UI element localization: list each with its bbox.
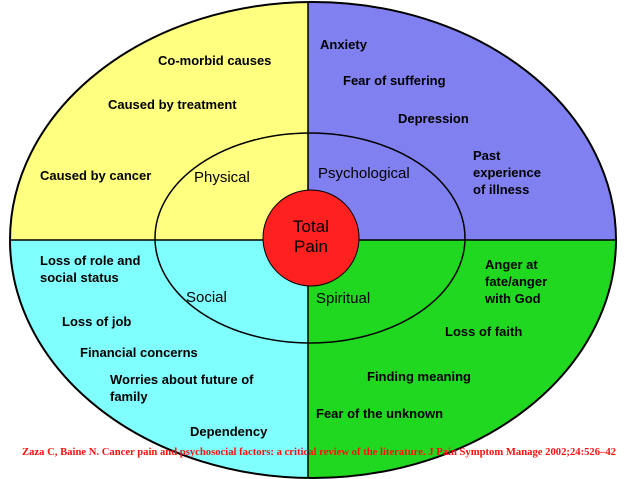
outer-ellipse <box>9 1 617 479</box>
social-item: Loss of role and <box>40 253 140 268</box>
physical-title: Physical <box>194 169 250 186</box>
citation: Zaza C, Baine N. Cancer pain and psychos… <box>22 447 616 458</box>
psychological-item: Past <box>473 148 501 163</box>
physical-item: Co-morbid causes <box>158 53 271 68</box>
spiritual-item: Finding meaning <box>367 369 471 384</box>
physical-item: Caused by treatment <box>108 97 237 112</box>
spiritual-item: Fear of the unknown <box>316 406 443 421</box>
psychological-item: of illness <box>473 182 529 197</box>
spiritual-title: Spiritual <box>316 290 370 307</box>
social-item: social status <box>40 270 119 285</box>
physical-quadrant <box>10 2 308 240</box>
inner-ellipse <box>154 132 466 344</box>
spiritual-item: with God <box>484 291 541 306</box>
social-item: Loss of job <box>62 314 131 329</box>
spiritual-item: fate/anger <box>485 274 547 289</box>
psychological-item: Fear of suffering <box>343 73 446 88</box>
center-label-line2: Pain <box>294 237 328 256</box>
social-item: family <box>110 389 148 404</box>
social-title: Social <box>186 289 227 306</box>
center-label-line1: Total <box>293 217 329 236</box>
psychological-quadrant <box>308 2 616 240</box>
psychological-title: Psychological <box>318 165 410 182</box>
psychological-item: Anxiety <box>320 37 368 52</box>
psychological-item: Depression <box>398 111 469 126</box>
spiritual-item: Anger at <box>485 257 538 272</box>
psychological-item: experience <box>473 165 541 180</box>
physical-item: Caused by cancer <box>40 168 151 183</box>
spiritual-item: Loss of faith <box>445 324 522 339</box>
total-pain-circle <box>262 189 360 287</box>
social-item: Financial concerns <box>80 345 198 360</box>
social-item: Dependency <box>190 424 268 439</box>
social-item: Worries about future of <box>110 372 254 387</box>
